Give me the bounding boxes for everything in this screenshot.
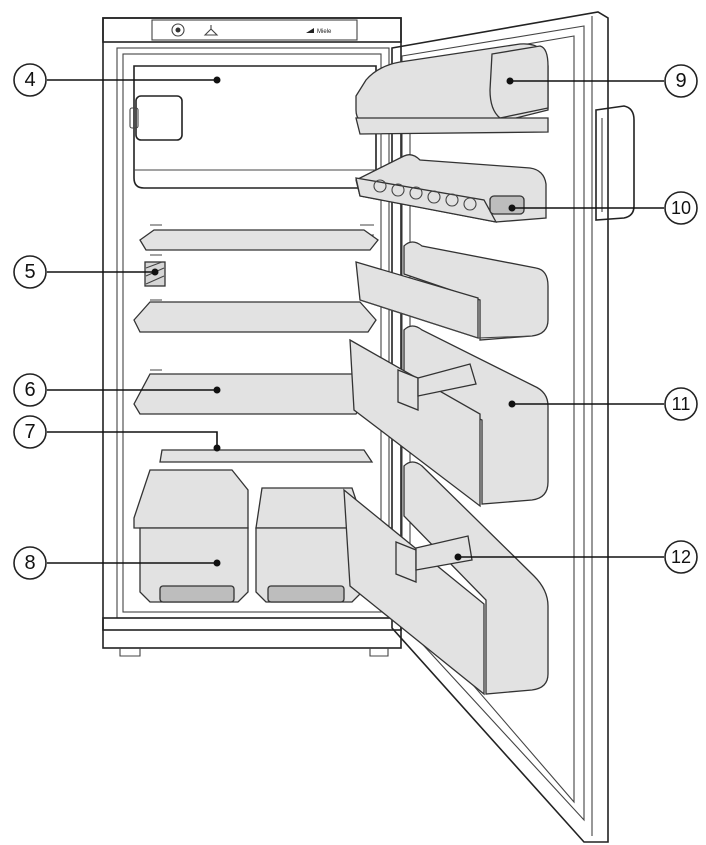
leader-dot-9 [507,78,514,85]
door-bin-large [350,326,548,506]
callout-label-8: 8 [24,552,35,574]
freezer-door-latch [136,96,182,140]
plinth-foot-right [370,648,388,656]
cabinet-plinth [103,618,401,648]
temperature-dial-center-icon [176,28,181,33]
glass-shelf-top [140,230,378,250]
door-compartment-lidded [356,44,548,134]
leader-dot-10 [509,205,516,212]
brand-logo: Miele [317,29,332,35]
crisper-drawer-left-top [134,470,248,528]
control-panel [103,18,401,42]
crisper-drawer-right-foot [268,586,344,602]
plinth-foot-left [120,648,140,656]
callout-label-6: 6 [24,379,35,401]
brand-mark-icon [306,28,314,33]
leader-dot-5 [152,269,159,276]
callout-label-7: 7 [24,421,35,443]
door-egg-rack [356,155,546,222]
crisper-cover-glass [160,450,372,462]
callout-label-11: 11 [672,394,691,414]
light-switch-icon [205,25,217,35]
callout-label-12: 12 [671,547,691,567]
compartment-lid-flap [490,46,548,118]
leader-dot-12 [455,554,462,561]
callout-label-9: 9 [675,70,686,92]
egg-rack-butter [490,196,524,214]
callout-label-10: 10 [671,198,691,218]
leader-dot-6 [214,387,221,394]
callout-label-5: 5 [24,261,35,283]
glass-shelf-middle [134,302,376,332]
leader-dot-8 [214,560,221,567]
leader-line-7 [47,432,217,448]
leader-dot-11 [509,401,516,408]
callout-label-4: 4 [24,69,35,91]
crisper-drawer-left-foot [160,586,234,602]
glass-shelf-lower [134,374,362,414]
crisper-drawer-left [134,470,248,602]
door-bin-upper [356,242,548,340]
leader-dot-7 [214,445,221,452]
door [344,12,634,842]
compartment-base [356,118,548,134]
leader-dot-4 [214,77,221,84]
